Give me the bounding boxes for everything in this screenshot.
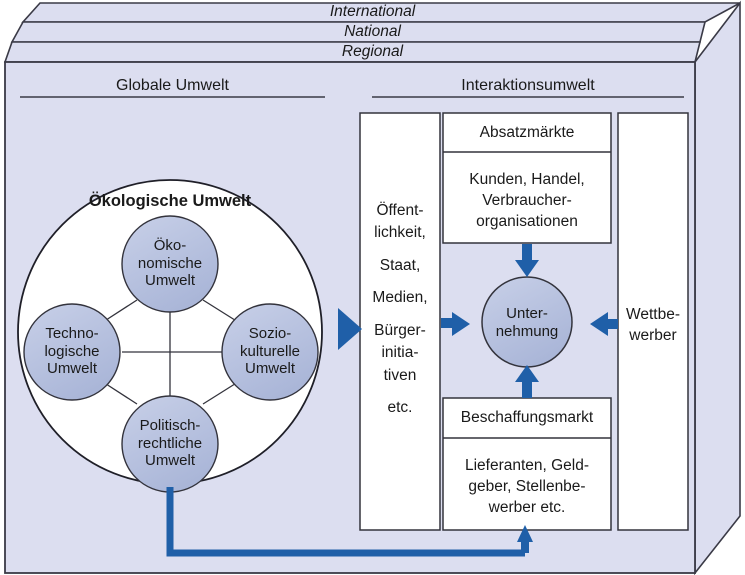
absatzmaerkte-body-line: organisationen <box>476 212 578 230</box>
node-label-soziokulturelle-umwelt: Sozio- kulturelle Umwelt <box>220 325 320 378</box>
node-line: Umwelt <box>144 452 195 470</box>
feedback-arrow-path <box>166 487 525 557</box>
stakeholder-spacer <box>361 387 439 397</box>
node-line: Techno- <box>45 325 99 342</box>
absatzmaerkte-body-line: Verbraucher- <box>482 191 572 209</box>
node-technologische-umwelt[interactable] <box>23 303 121 401</box>
node-label-oekonomische-umwelt: Öko- nomische Umwelt <box>120 237 220 290</box>
node-line: kulturelle <box>239 342 301 360</box>
wettbewerber-line: Wettbe- <box>626 306 680 323</box>
section-title-interaktionsumwelt: Interaktionsumwelt <box>461 77 595 94</box>
beschaffungsmarkt-title: Beschaffungsmarkt <box>460 409 594 426</box>
node-line: rechtliche <box>137 434 203 452</box>
stakeholder-line: tiven <box>383 366 417 384</box>
unternehmung-line: Unter- <box>506 305 548 322</box>
flow-arrows <box>338 244 618 398</box>
node-label-technologische-umwelt: Techno- logische Umwelt <box>20 325 124 378</box>
beschaffungsmarkt-body-line: geber, Stellenbe- <box>468 477 586 495</box>
wettbewerber-line: werber <box>629 326 677 344</box>
unternehmung-line: nehmung <box>495 322 559 340</box>
stakeholder-column-label: Öffent- lichkeit, Staat, Medien, Bürger-… <box>361 200 439 420</box>
stakeholder-line: Bürger- <box>374 321 426 339</box>
oekologische-umwelt-title: Ökologische Umwelt <box>88 192 252 210</box>
node-line: Sozio- <box>248 325 292 342</box>
band-label-regional: Regional <box>341 43 404 60</box>
arrow-wettbewerb-head <box>590 312 608 336</box>
node-soziokulturelle-umwelt[interactable] <box>221 303 319 401</box>
node-line: Umwelt <box>244 360 295 378</box>
node-oekonomische-umwelt[interactable] <box>121 215 219 313</box>
stakeholder-line: etc. <box>387 399 413 417</box>
beschaffungsmarkt-body-line: Lieferanten, Geld- <box>464 457 590 474</box>
wettbewerber-label: Wettbe- werber <box>618 305 688 347</box>
node-line: Umwelt <box>144 272 195 290</box>
node-line: Umwelt <box>46 360 97 378</box>
node-label-politisch-rechtliche-umwelt: Politisch- rechtliche Umwelt <box>118 417 222 470</box>
absatzmaerkte-box[interactable] <box>442 112 612 244</box>
feedback-arrow <box>166 487 533 557</box>
stakeholder-line: lichkeit, <box>374 224 426 242</box>
stakeholder-column-box[interactable] <box>359 112 441 531</box>
right-side-panel <box>694 0 741 575</box>
section-title-globale-umwelt: Globale Umwelt <box>116 77 229 94</box>
absatzmaerkte-title: Absatzmärkte <box>479 124 575 141</box>
stakeholder-spacer <box>361 277 439 287</box>
arrow-global-to-interaction <box>338 308 362 350</box>
node-line: Politisch- <box>139 417 201 434</box>
arrow-absatz-head <box>515 260 539 277</box>
unternehmung-label: Unter- nehmung <box>477 305 577 340</box>
absatzmaerkte-body: Kunden, Handel, Verbraucher- organisatio… <box>445 170 609 233</box>
arrow-beschaffung-shaft <box>522 380 532 398</box>
absatzmaerkte-body-line: Kunden, Handel, <box>469 171 585 188</box>
stakeholder-line: Öffent- <box>376 202 424 219</box>
band-label-national: National <box>344 23 401 40</box>
beschaffungsmarkt-box[interactable] <box>442 397 612 531</box>
arrow-absatz-shaft <box>522 244 532 262</box>
node-connectors <box>102 299 239 405</box>
stakeholder-spacer <box>361 245 439 255</box>
arrow-wettbewerb-shaft <box>606 319 618 329</box>
band-label-international: International <box>329 3 416 20</box>
node-line: nomische <box>137 254 203 272</box>
beschaffungsmarkt-body-line: werber etc. <box>488 498 566 516</box>
perspective-bands <box>3 2 741 63</box>
stakeholder-spacer <box>361 310 439 320</box>
stakeholder-line: Staat, <box>379 256 421 274</box>
node-line: Öko- <box>153 237 187 254</box>
stakeholder-line: Medien, <box>372 289 428 307</box>
arrow-beschaffung-head <box>515 365 539 382</box>
beschaffungsmarkt-body: Lieferanten, Geld- geber, Stellenbe- wer… <box>445 456 609 519</box>
stakeholder-line: initia- <box>381 344 419 362</box>
node-line: logische <box>44 342 100 360</box>
